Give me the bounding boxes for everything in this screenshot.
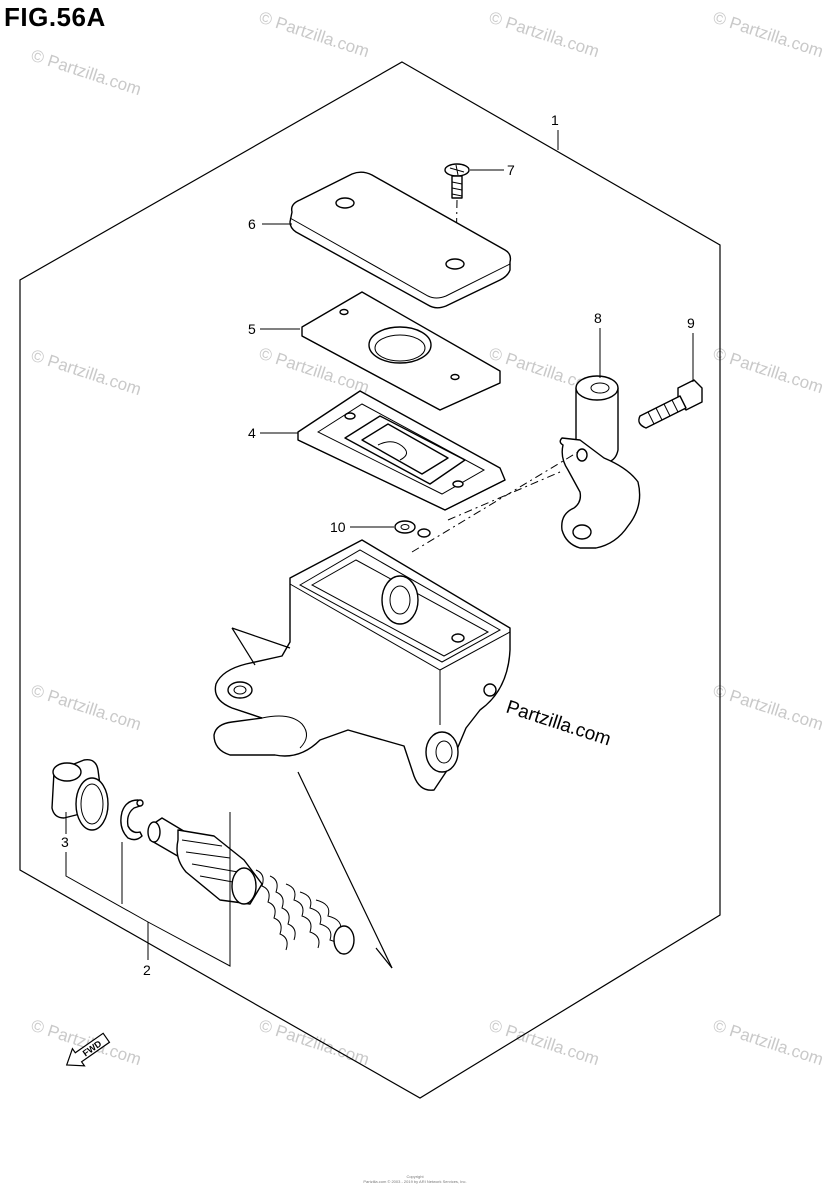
watermark-layer: © Partzilla.com © Partzilla.com © Partzi… [29, 8, 826, 1069]
copyright-notice: Copyright Partzilla.com © 2003 - 2019 by… [330, 1174, 500, 1184]
watermark-text: © Partzilla.com [29, 1016, 144, 1069]
callout-3: 3 [61, 834, 69, 850]
watermark-text: © Partzilla.com [257, 8, 372, 61]
screw-part-7 [444, 163, 470, 199]
boot-part-3 [51, 759, 109, 831]
watermark-text: © Partzilla.com [711, 1016, 826, 1069]
master-cylinder-body [213, 539, 511, 791]
section-line [375, 947, 393, 969]
section-line [231, 627, 256, 666]
callout-9: 9 [687, 315, 695, 331]
section-line [297, 771, 393, 969]
figure-title: FIG.56A [4, 2, 106, 32]
callout-2: 2 [143, 962, 151, 978]
assembly-outline [19, 61, 721, 1099]
callout-4: 4 [248, 425, 256, 441]
watermark-text: © Partzilla.com [711, 681, 826, 734]
section-line [231, 627, 291, 649]
callout-8: 8 [594, 310, 602, 326]
washer-part-10 [394, 520, 431, 538]
watermark-text: © Partzilla.com [711, 344, 826, 397]
copyright-line-2: Partzilla.com © 2003 - 2019 by ARI Netwo… [363, 1179, 467, 1184]
diaphragm-part-4 [297, 390, 506, 511]
watermark-text: © Partzilla.com [29, 681, 144, 734]
watermark-text: © Partzilla.com [487, 8, 602, 61]
callout-6: 6 [248, 216, 256, 232]
watermark-text: © Partzilla.com [711, 8, 826, 61]
watermark-text: © Partzilla.com [29, 346, 144, 399]
holder-clamp-part-8 [559, 375, 641, 549]
callout-10: 10 [330, 519, 346, 535]
centerline [447, 471, 561, 521]
callout-7: 7 [507, 162, 515, 178]
watermark-text: © Partzilla.com [487, 1016, 602, 1069]
watermark-text: © Partzilla.com [29, 46, 144, 99]
piston-part-2 [147, 817, 355, 955]
reservoir-cap-part-6 [289, 171, 512, 309]
plate-part-5 [301, 291, 501, 411]
callout-5: 5 [248, 321, 256, 337]
watermark-main-text: Partzilla.com [503, 697, 613, 751]
centerline [411, 451, 579, 553]
copyright-line-1: Copyright [406, 1174, 424, 1179]
callout-1: 1 [551, 112, 559, 128]
bolt-part-9 [638, 379, 703, 429]
circlip [120, 799, 144, 841]
